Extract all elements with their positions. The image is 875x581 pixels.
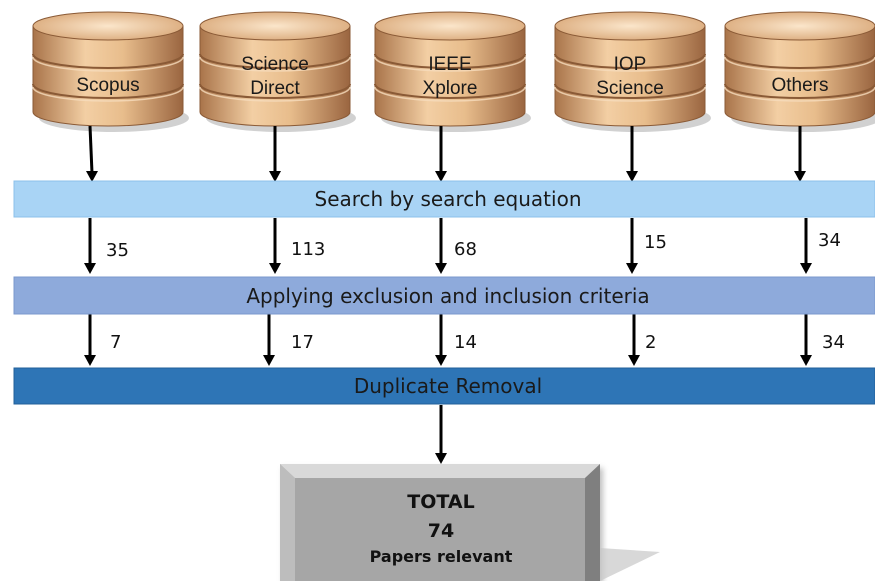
total-value: 74 — [428, 520, 454, 542]
count-after-search: 113 — [291, 239, 325, 260]
count-after-search: 35 — [106, 240, 129, 261]
duplicate-removal-label: Duplicate Removal — [354, 374, 542, 398]
arrow-db-to-search — [88, 125, 94, 174]
database-scopus: Scopus — [32, 11, 189, 132]
count-after-criteria: 2 — [645, 332, 656, 353]
paper-counts: 35 113 68 15 34 7 17 14 2 34 — [106, 230, 845, 353]
arrow-search-to-criteria-head — [626, 263, 638, 274]
database-label: IOP — [614, 54, 647, 75]
database-iop-science: IOP Science — [554, 11, 711, 132]
arrow-db-to-search-head — [269, 171, 281, 182]
arrow-search-to-criteria-head — [435, 263, 447, 274]
database-label: IEEE — [428, 54, 471, 75]
arrow-search-to-criteria-head — [269, 263, 281, 274]
arrow-criteria-to-duplicates-head — [84, 355, 96, 366]
arrow-db-to-search-head — [86, 171, 98, 182]
database-label: Scopus — [76, 75, 139, 96]
count-after-criteria: 34 — [822, 332, 845, 353]
arrow-criteria-to-duplicates-head — [263, 355, 275, 366]
criteria-stage-label: Applying exclusion and inclusion criteri… — [246, 284, 649, 308]
arrow-db-to-search-head — [435, 171, 447, 182]
count-after-criteria: 14 — [454, 332, 477, 353]
arrow-db-to-search-head — [794, 171, 806, 182]
database-label: Science — [596, 78, 664, 99]
database-label: Direct — [250, 78, 300, 99]
total-box-shadow — [600, 548, 660, 581]
arrow-criteria-to-duplicates-head — [800, 355, 812, 366]
count-after-search: 68 — [454, 239, 477, 260]
database-label: Others — [771, 75, 828, 96]
database-ieee-xplore: IEEE Xplore — [374, 11, 531, 132]
search-stage-label: Search by search equation — [315, 187, 582, 211]
duplicate-removal-bar — [13, 367, 875, 405]
database-others: Others — [724, 11, 875, 132]
database-label: Xplore — [423, 78, 478, 99]
arrow-db-to-search-head — [626, 171, 638, 182]
total-title: TOTAL — [407, 491, 474, 513]
arrow-search-to-criteria-head — [84, 263, 96, 274]
total-caption: Papers relevant — [370, 547, 513, 566]
search-stage-bar — [13, 180, 875, 218]
count-after-search: 34 — [818, 230, 841, 251]
count-after-criteria: 7 — [110, 332, 121, 353]
criteria-stage-bar — [13, 276, 875, 315]
flow-arrows — [84, 125, 812, 464]
count-after-search: 15 — [644, 232, 667, 253]
arrow-search-to-criteria-head — [800, 263, 812, 274]
arrow-criteria-to-duplicates-head — [628, 355, 640, 366]
arrow-duplicates-to-total-head — [435, 453, 447, 464]
total-box — [280, 464, 600, 581]
arrow-criteria-to-duplicates-head — [435, 355, 447, 366]
database-label: Science — [241, 54, 309, 75]
count-after-criteria: 17 — [291, 332, 314, 353]
